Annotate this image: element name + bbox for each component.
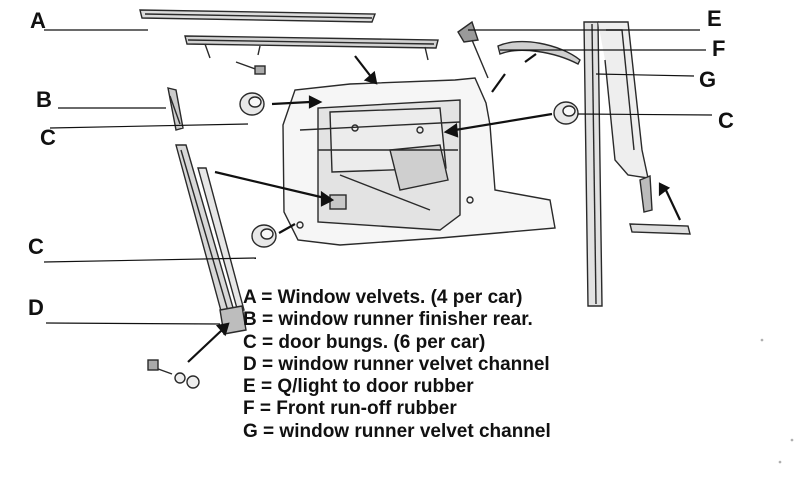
legend-item-c: C = door bungs. (6 per car) xyxy=(243,331,486,353)
window-runner-finisher-rear xyxy=(167,87,184,131)
legend-item-f: F = Front run-off rubber xyxy=(243,398,457,420)
callout-f: F xyxy=(712,36,726,61)
callout-b: B xyxy=(36,87,52,112)
window-velvet-upper xyxy=(139,9,377,23)
parts-legend: A = Window velvets. (4 per car) B = wind… xyxy=(243,287,551,443)
callout-e: E xyxy=(707,6,722,31)
callout-g: G xyxy=(699,67,717,92)
qlight-to-door-rubber xyxy=(457,20,489,79)
callout-c-top: C xyxy=(40,125,56,150)
callout-c-right: C xyxy=(718,108,734,133)
legend-item-e: E = Q/light to door rubber xyxy=(243,376,474,398)
callout-a: A xyxy=(30,8,46,33)
scan-speckles xyxy=(760,338,794,464)
window-velvet-lower xyxy=(184,35,439,61)
fixing-bolt xyxy=(147,359,200,389)
door-bung-right xyxy=(553,101,579,125)
screw xyxy=(235,61,266,75)
window-runner-velvet-channel-front xyxy=(583,21,649,307)
door-bung-top xyxy=(239,92,265,116)
front-run-off-rubber xyxy=(497,40,581,65)
channel-clip xyxy=(629,174,691,235)
door-bung-middle xyxy=(251,224,277,248)
legend-item-d: D = window runner velvet channel xyxy=(243,353,550,375)
legend-item-g: G = window runner velvet channel xyxy=(243,420,551,442)
door-panel xyxy=(282,77,556,246)
callout-c-middle: C xyxy=(28,234,44,259)
legend-item-a: A = Window velvets. (4 per car) xyxy=(243,287,523,308)
window-runner-velvet-channel-rear xyxy=(175,144,247,335)
leader-c-top xyxy=(49,123,249,129)
legend-item-b: B = window runner finisher rear. xyxy=(243,309,533,331)
callout-d: D xyxy=(28,295,44,320)
